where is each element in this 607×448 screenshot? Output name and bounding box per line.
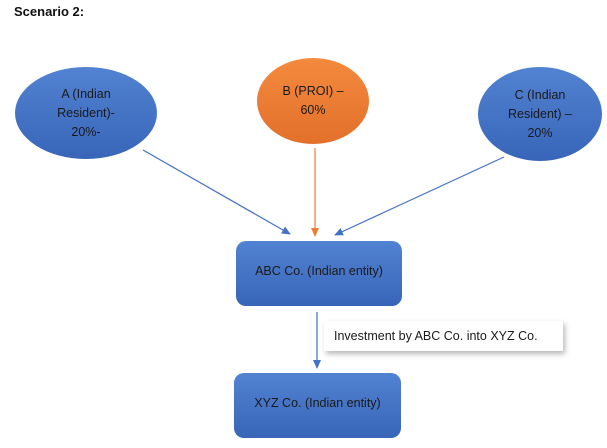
- edge-label-investment: Investment by ABC Co. into XYZ Co.: [324, 321, 563, 351]
- node-c-line3: 20%: [527, 125, 553, 140]
- node-a-line1: A (Indian: [61, 86, 111, 101]
- node-abc-box: [236, 241, 402, 306]
- node-b-ellipse: [257, 58, 369, 144]
- scenario-title: Scenario 2:: [14, 4, 85, 19]
- node-b-line1: B (PROI) –: [282, 84, 344, 98]
- node-a-line3: 20%-: [71, 124, 101, 139]
- edge-c-to-abc: [334, 156, 505, 236]
- node-c-line1: C (Indian: [514, 87, 566, 102]
- node-a-ellipse: [15, 67, 157, 159]
- node-b-label: B (PROI) – 60%: [257, 58, 369, 144]
- node-xyz-box: [234, 373, 401, 438]
- node-a-line2: Resident)-: [57, 105, 115, 120]
- edge-a-to-abc: [142, 149, 291, 235]
- node-a-label: A (Indian Resident)- 20%-: [15, 67, 157, 159]
- node-c-line2: Resident) –: [508, 106, 572, 121]
- edge-label-text: Investment by ABC Co. into XYZ Co.: [334, 329, 538, 343]
- node-abc-label: ABC Co. (Indian entity): [255, 263, 383, 278]
- node-xyz-label: XYZ Co. (Indian entity): [254, 395, 381, 410]
- node-c-ellipse: [478, 67, 602, 161]
- node-b-line2: 60%: [300, 103, 326, 117]
- node-c-label: C (Indian Resident) – 20%: [478, 67, 602, 161]
